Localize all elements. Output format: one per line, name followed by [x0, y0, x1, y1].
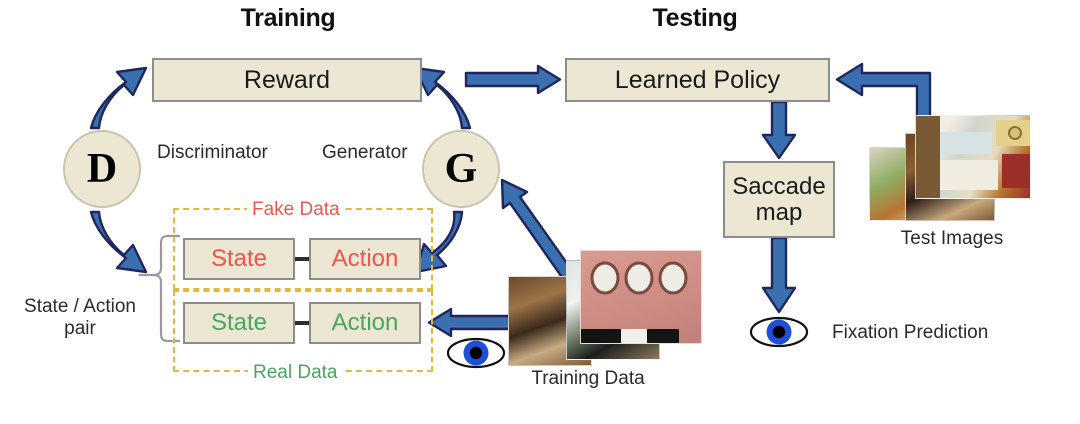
test-photo-3-detail — [916, 116, 1030, 198]
state-action-pair-line2: pair — [64, 317, 96, 339]
state-action-pair-label: State / Action pair — [20, 296, 140, 340]
discriminator-label: Discriminator — [157, 142, 268, 163]
training-data-label: Training Data — [531, 368, 645, 389]
test-images-label: Test Images — [900, 228, 1004, 249]
real-pair-connector — [295, 321, 309, 325]
arrow-test-images-to-learned-policy — [835, 62, 932, 120]
reward-box[interactable]: Reward — [152, 58, 422, 102]
real-state-box[interactable]: State — [183, 302, 295, 344]
fake-pair-connector — [295, 257, 309, 261]
saccade-map-box[interactable]: Saccade map — [723, 161, 835, 238]
training-photo-3-detail — [581, 261, 688, 343]
training-section-title: Training — [240, 4, 336, 32]
saccade-map-label: Saccade map — [732, 174, 825, 224]
test-photo-3 — [915, 115, 1031, 199]
generator-label: Generator — [322, 142, 408, 163]
fake-state-box[interactable]: State — [183, 238, 295, 280]
arrow-reward-to-learned-policy — [464, 64, 562, 95]
test-images — [869, 115, 1031, 221]
saccade-map-line1: Saccade — [732, 173, 826, 201]
arrow-d-to-reward — [89, 66, 148, 130]
arrow-learned-policy-to-saccade — [761, 100, 797, 160]
learned-policy-box[interactable]: Learned Policy — [565, 58, 830, 102]
real-state-label: State — [210, 309, 268, 336]
eye-icon-fixation — [749, 316, 809, 348]
real-action-label: Action — [331, 309, 399, 336]
fixation-prediction-label: Fixation Prediction — [832, 322, 989, 343]
testing-section-title: Testing — [652, 4, 738, 32]
arrow-g-to-reward — [413, 66, 472, 130]
real-data-title: Real Data — [248, 362, 343, 384]
arrow-pair-to-d — [89, 210, 148, 274]
fake-action-label: Action — [331, 245, 399, 272]
learned-policy-label: Learned Policy — [614, 65, 781, 94]
training-photo-3 — [580, 250, 702, 344]
discriminator-glyph: D — [86, 146, 118, 192]
fake-data-title: Fake Data — [247, 199, 345, 221]
training-data-images — [508, 250, 702, 366]
eye-icon-training — [446, 337, 506, 369]
real-action-box[interactable]: Action — [309, 302, 421, 344]
fake-state-label: State — [210, 245, 268, 272]
state-action-pair-line1: State / Action — [24, 296, 136, 317]
generator-glyph: G — [444, 146, 478, 192]
arrow-saccade-to-fixation — [761, 236, 797, 314]
saccade-map-line2: map — [755, 198, 803, 226]
fake-action-box[interactable]: Action — [309, 238, 421, 280]
generator-node[interactable]: G — [422, 130, 500, 208]
reward-label: Reward — [243, 65, 331, 94]
discriminator-node[interactable]: D — [63, 130, 141, 208]
